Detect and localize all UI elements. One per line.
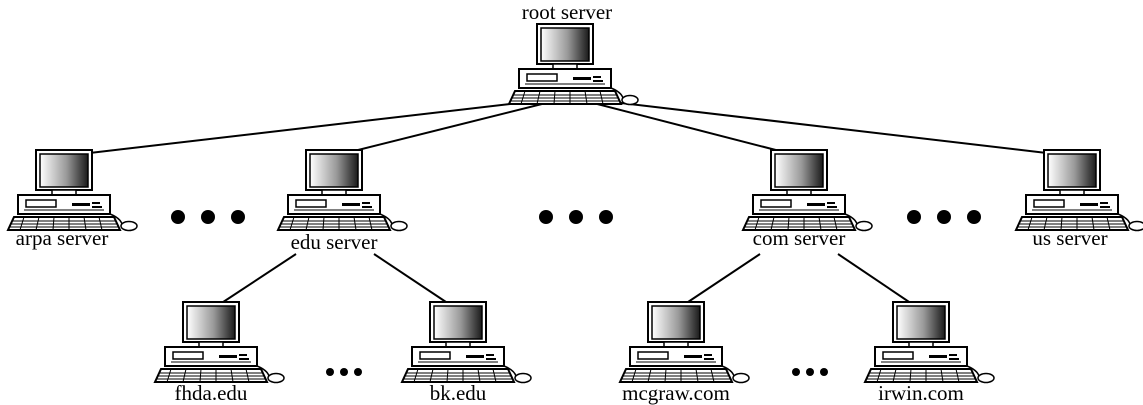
node-label-irwin: irwin.com	[878, 381, 964, 405]
edge-edu-fhda	[210, 253, 297, 311]
desktop-computer-icon	[864, 301, 995, 384]
node-label-root: root server	[522, 0, 612, 24]
node-label-edu: edu server	[291, 230, 378, 254]
desktop-computer-icon	[401, 301, 532, 384]
edge-com-irwin	[837, 253, 922, 311]
ellipsis-dots-icon	[907, 210, 981, 224]
ellipsis-dots-icon	[171, 210, 245, 224]
desktop-computer-icon	[508, 23, 639, 106]
node-label-mcgraw: mcgraw.com	[622, 381, 730, 405]
desktop-computer-icon	[1015, 149, 1143, 232]
ellipsis-dots-icon	[539, 210, 613, 224]
node-label-arpa: arpa server	[16, 226, 109, 250]
node-label-us: us server	[1032, 226, 1107, 250]
edge-root-com	[569, 96, 800, 157]
desktop-computer-icon	[277, 149, 408, 232]
node-label-com: com server	[753, 226, 846, 250]
node-label-bk: bk.edu	[430, 381, 487, 405]
ellipsis-dots-icon	[326, 368, 362, 376]
edge-root-us	[569, 96, 1073, 157]
node-label-fhda: fhda.edu	[175, 381, 248, 405]
desktop-computer-icon	[7, 149, 138, 232]
ellipsis-dots-icon	[792, 368, 828, 376]
edge-root-edu	[333, 96, 571, 157]
desktop-computer-icon	[742, 149, 873, 232]
edge-com-mcgraw	[675, 253, 761, 311]
desktop-computer-icon	[619, 301, 750, 384]
edges	[63, 96, 1073, 311]
edge-root-arpa	[63, 96, 571, 157]
desktop-computer-icon	[154, 301, 285, 384]
edge-edu-bk	[373, 253, 459, 311]
